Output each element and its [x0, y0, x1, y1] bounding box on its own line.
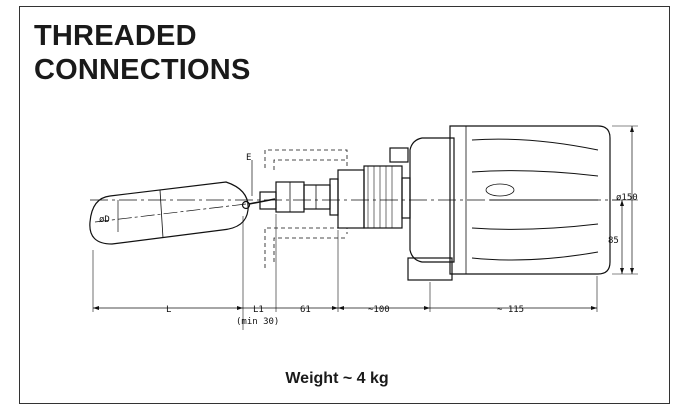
- dim-e: E: [246, 153, 251, 163]
- dim-l1-min: (min 30): [236, 317, 279, 327]
- page-title: THREADED CONNECTIONS: [34, 19, 251, 87]
- float-body: [89, 181, 276, 245]
- title-line-1: THREADED: [34, 20, 197, 52]
- tilt-envelope: [264, 149, 348, 268]
- dim-100: ~100: [368, 305, 390, 315]
- enclosure-housing: [389, 125, 611, 281]
- title-line-2: CONNECTIONS: [34, 54, 251, 86]
- dim-diameter-150: ø150: [616, 193, 638, 203]
- extension-lines: [92, 125, 638, 330]
- dim-l1: L1: [253, 305, 264, 315]
- threaded-connection: [337, 165, 411, 229]
- dim-l: L: [166, 305, 171, 315]
- weight-label: Weight ~ 4 kg: [285, 370, 389, 387]
- dim-diameter-d: øD: [99, 215, 110, 225]
- dimension-lines: [93, 126, 633, 309]
- diagram-frame: THREADED CONNECTIONS: [19, 6, 670, 404]
- dim-61: 61: [300, 305, 311, 315]
- pivot-joint: [259, 178, 339, 216]
- dim-115: ~ 115: [497, 305, 524, 315]
- dimension-arrows: [93, 126, 634, 310]
- dim-height-85: 85: [608, 236, 619, 246]
